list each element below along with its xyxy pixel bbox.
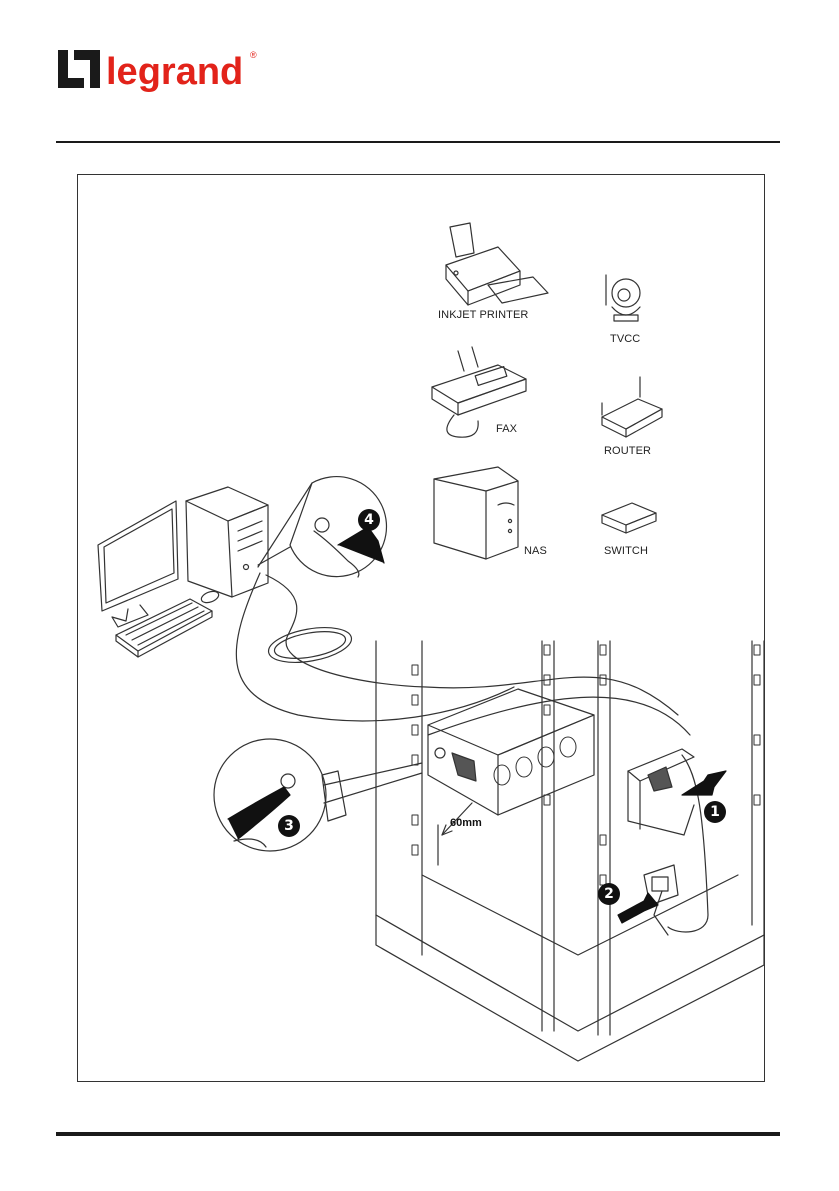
registered-mark: ® — [250, 50, 257, 60]
installation-illustration: INKJET PRINTER TVCC FAX ROUTER NAS SWITC… — [77, 174, 765, 1082]
zoom-detail-pdu-switch — [213, 738, 423, 852]
dimension-marker-60mm — [437, 802, 473, 866]
label-switch: SWITCH — [604, 545, 648, 557]
label-tvcc: TVCC — [610, 333, 641, 345]
label-router: ROUTER — [604, 445, 652, 457]
arrow-step-1 — [681, 770, 727, 796]
label-nas: NAS — [524, 545, 547, 557]
dimension-label: 60mm — [450, 817, 482, 829]
header-rule — [56, 141, 780, 143]
switch-icon — [601, 502, 657, 534]
step-badge-2: 2 — [598, 883, 620, 905]
pc-tower-icon — [185, 486, 269, 598]
legrand-mark-icon — [58, 50, 100, 88]
router-icon — [601, 376, 663, 438]
ups-unit — [627, 748, 709, 933]
legrand-wordmark: legrand — [106, 51, 243, 93]
label-inkjet-printer: INKJET PRINTER — [438, 309, 529, 321]
fax-icon — [431, 346, 527, 438]
mouse-icon — [200, 590, 220, 604]
illustration-drawing — [97, 222, 764, 1062]
arrow-step-2 — [617, 892, 659, 924]
rack-cabinet — [375, 640, 764, 1062]
footer-rule — [56, 1132, 780, 1136]
step-badge-3: 3 — [278, 815, 300, 837]
inkjet-printer-icon — [445, 222, 549, 306]
pdu-power-strip — [427, 688, 595, 816]
legrand-logo: legrand ® — [58, 50, 257, 93]
step-badge-1: 1 — [704, 801, 726, 823]
nas-icon — [433, 466, 519, 560]
network-cables — [235, 572, 691, 736]
label-fax: FAX — [496, 423, 518, 435]
keyboard-icon — [115, 598, 213, 658]
step-badge-4: 4 — [358, 509, 380, 531]
zoom-detail-power-button — [257, 476, 388, 578]
monitor-icon — [97, 500, 179, 628]
tvcc-camera-icon — [605, 274, 641, 322]
